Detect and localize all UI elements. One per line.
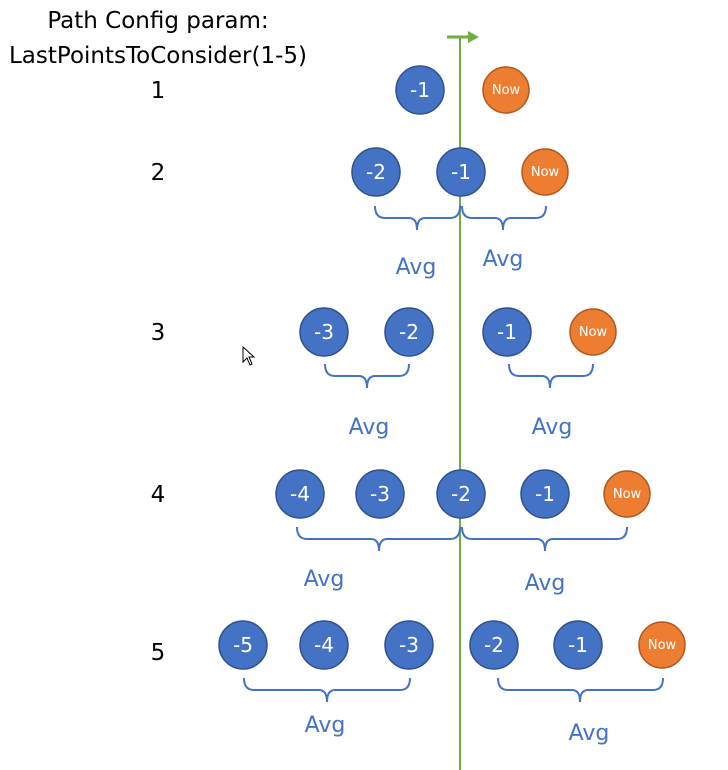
avg-label: Avg: [483, 247, 524, 272]
point-circle: [218, 620, 268, 670]
avg-label: Avg: [396, 255, 437, 280]
past-point: -4: [275, 469, 325, 519]
average-brace: [243, 677, 411, 703]
avg-label: Avg: [349, 415, 390, 440]
point-label: -1: [497, 320, 517, 344]
point-label: Now: [579, 325, 608, 340]
avg-label: Avg: [304, 567, 345, 592]
past-point: -1: [395, 65, 445, 115]
past-point: -1: [553, 620, 603, 670]
point-label: -5: [233, 633, 253, 657]
row-1: 1 -1 Now: [151, 65, 530, 115]
point-circle: [384, 620, 434, 670]
past-point: -2: [436, 469, 486, 519]
past-point: -4: [299, 620, 349, 670]
point-label: Now: [531, 165, 560, 180]
past-point: -2: [469, 620, 519, 670]
point-label: -1: [451, 160, 471, 184]
avg-label: Avg: [569, 721, 610, 746]
average-brace: [461, 205, 547, 231]
mouse-cursor-icon: [242, 345, 256, 366]
now-point: Now: [603, 470, 651, 518]
average-brace: [508, 363, 594, 389]
average-brace: [296, 526, 461, 552]
past-point: -3: [355, 469, 405, 519]
past-point: -3: [384, 620, 434, 670]
past-point: -5: [218, 620, 268, 670]
past-point: -3: [299, 307, 349, 357]
title-line-1: Path Config param:: [47, 8, 268, 34]
point-circle: [638, 621, 686, 669]
point-circle: [299, 620, 349, 670]
point-circle: [569, 308, 617, 356]
point-label: -3: [399, 633, 419, 657]
avg-label: Avg: [305, 713, 346, 738]
point-label: Now: [648, 638, 677, 653]
point-label: -2: [399, 320, 419, 344]
point-circle: [275, 469, 325, 519]
point-label: Now: [613, 487, 642, 502]
past-point: -2: [384, 307, 434, 357]
row-number: 2: [151, 160, 166, 186]
point-label: -2: [366, 160, 386, 184]
point-circle: [482, 66, 530, 114]
point-label: -1: [535, 482, 555, 506]
point-label: Now: [492, 83, 521, 98]
average-brace: [374, 205, 461, 231]
point-circle: [384, 307, 434, 357]
time-arrow-icon: [447, 31, 479, 43]
point-label: -3: [370, 482, 390, 506]
average-brace: [497, 677, 664, 703]
average-brace: [461, 526, 628, 552]
point-circle: [553, 620, 603, 670]
point-circle: [299, 307, 349, 357]
point-circle: [469, 620, 519, 670]
point-circle: [520, 469, 570, 519]
title-line-2: LastPointsToConsider(1-5): [9, 43, 307, 69]
point-circle: [436, 469, 486, 519]
row-number: 5: [151, 640, 166, 666]
row-number: 4: [151, 482, 166, 508]
point-circle: [482, 307, 532, 357]
point-circle: [603, 470, 651, 518]
past-point: -1: [482, 307, 532, 357]
point-label: -2: [484, 633, 504, 657]
row-number: 3: [151, 320, 166, 346]
point-circle: [395, 65, 445, 115]
point-label: -4: [290, 482, 310, 506]
past-point: -2: [351, 147, 401, 197]
past-point: -1: [520, 469, 570, 519]
average-brace: [324, 363, 410, 389]
now-point: Now: [482, 66, 530, 114]
point-label: -3: [314, 320, 334, 344]
avg-label: Avg: [532, 415, 573, 440]
point-label: -1: [410, 78, 430, 102]
now-point: Now: [569, 308, 617, 356]
now-point: Now: [638, 621, 686, 669]
point-label: -4: [314, 633, 334, 657]
avg-label: Avg: [525, 571, 566, 596]
point-circle: [355, 469, 405, 519]
point-label: -1: [568, 633, 588, 657]
point-circle: [351, 147, 401, 197]
past-point: -1: [436, 147, 486, 197]
point-circle: [436, 147, 486, 197]
point-circle: [521, 148, 569, 196]
now-point: Now: [521, 148, 569, 196]
point-label: -2: [451, 482, 471, 506]
row-number: 1: [151, 78, 166, 104]
